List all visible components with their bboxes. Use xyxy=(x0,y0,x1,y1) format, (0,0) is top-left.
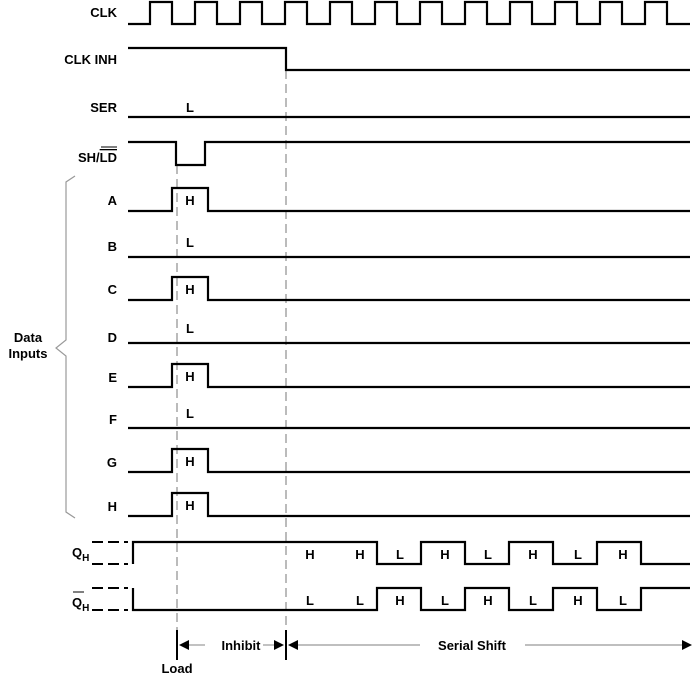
ser-value: L xyxy=(186,100,194,115)
unknown-state xyxy=(92,541,128,565)
label-c: C xyxy=(108,282,118,297)
input-g-waveform xyxy=(128,447,690,474)
label-e: E xyxy=(108,370,117,385)
label-clk: CLK xyxy=(90,5,117,20)
output-value: L xyxy=(574,547,582,562)
label-sh-ld: SH/LD xyxy=(78,150,117,165)
input-h-waveform xyxy=(128,491,690,518)
label-a: A xyxy=(108,193,118,208)
label-clk-inh: CLK INH xyxy=(64,52,117,67)
phase-serial-shift: Serial Shift xyxy=(438,638,507,653)
output-value: L xyxy=(356,593,364,608)
output-value: L xyxy=(441,593,449,608)
sh-ld-waveform xyxy=(128,140,690,167)
label-g: G xyxy=(107,455,117,470)
input-c-waveform xyxy=(128,275,690,302)
arrow-right-icon xyxy=(274,640,284,650)
input-value: L xyxy=(186,235,194,250)
output-value: H xyxy=(355,547,364,562)
output-value: L xyxy=(306,593,314,608)
label-qh: QH xyxy=(72,545,89,564)
clk-waveform xyxy=(128,0,690,26)
arrow-left-icon xyxy=(288,640,298,650)
label-ser: SER xyxy=(90,100,117,115)
input-value: L xyxy=(186,321,194,336)
phase-inhibit: Inhibit xyxy=(222,638,262,653)
input-value: H xyxy=(185,282,194,297)
input-value: H xyxy=(185,369,194,384)
output-value: H xyxy=(305,547,314,562)
label-f: F xyxy=(109,412,117,427)
brace xyxy=(55,175,76,519)
output-value: H xyxy=(440,547,449,562)
input-e-waveform xyxy=(128,362,690,389)
output-value: H xyxy=(395,593,404,608)
label-qh-bar: QH xyxy=(72,595,89,614)
label-h: H xyxy=(108,499,117,514)
group-label-line2: Inputs xyxy=(9,346,48,361)
unknown-state xyxy=(92,587,128,611)
label-b: B xyxy=(108,239,117,254)
input-value: L xyxy=(186,406,194,421)
input-a-waveform xyxy=(128,186,690,213)
output-value: L xyxy=(396,547,404,562)
output-value: L xyxy=(619,593,627,608)
qh-waveform xyxy=(131,540,690,566)
input-value: H xyxy=(185,498,194,513)
output-value: H xyxy=(573,593,582,608)
clk-inh-waveform xyxy=(128,46,690,72)
label-d: D xyxy=(108,330,117,345)
output-value: H xyxy=(483,593,492,608)
arrow-left-icon xyxy=(179,640,189,650)
output-value: L xyxy=(484,547,492,562)
qh-bar-waveform xyxy=(131,586,690,612)
arrow-right-icon xyxy=(682,640,692,650)
output-value: L xyxy=(529,593,537,608)
input-value: H xyxy=(185,454,194,469)
output-value: H xyxy=(528,547,537,562)
input-value: H xyxy=(185,193,194,208)
output-value: H xyxy=(618,547,627,562)
phase-load: Load xyxy=(161,661,192,674)
group-label-line1: Data xyxy=(14,330,43,345)
